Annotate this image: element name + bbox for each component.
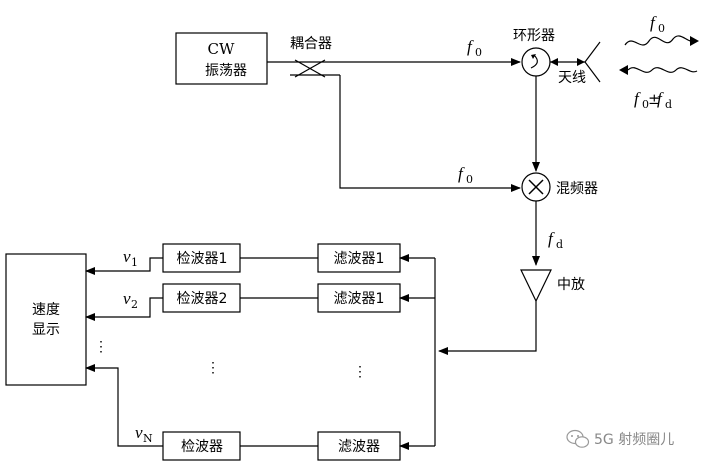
svg-text:2: 2 — [131, 298, 138, 311]
vdots-filter: ⋮ — [353, 364, 367, 380]
lo-path-wire — [339, 75, 521, 192]
svg-text:f: f — [650, 13, 657, 32]
mixer-label: 混频器 — [556, 181, 598, 197]
svg-text:d: d — [556, 238, 563, 251]
svg-text:v: v — [123, 289, 131, 308]
coupler-symbol — [290, 58, 521, 78]
speed-display-block: 速度 显示 — [5, 253, 87, 386]
svg-text:f: f — [458, 164, 465, 183]
antenna-icon — [584, 41, 601, 83]
if-amp-label: 中放 — [557, 277, 585, 293]
cw-oscillator-label-1: CW — [208, 40, 235, 58]
detector-block-2: 检波器2 — [162, 283, 241, 313]
svg-text:0: 0 — [658, 22, 665, 35]
circulator-symbol — [521, 47, 551, 77]
f0-tx-label: f 0 — [650, 13, 665, 35]
reflected-wave — [619, 65, 698, 75]
filter-block-n: 滤波器 — [317, 431, 401, 461]
svg-text:d: d — [665, 98, 672, 111]
detector-block-n: 检波器 — [162, 431, 241, 461]
svg-text:±: ± — [648, 90, 661, 108]
vdots-detector: ⋮ — [206, 360, 220, 376]
display-label-1: 速度 — [32, 302, 60, 318]
if-amplifier-symbol — [520, 269, 552, 303]
watermark-text: 5G 射频圈儿 — [594, 432, 674, 448]
svg-text:f: f — [634, 89, 641, 108]
antenna-label: 天线 — [558, 70, 586, 86]
svg-text:检波器2: 检波器2 — [177, 291, 228, 307]
svg-text:0: 0 — [475, 46, 482, 59]
detector2-display-wire — [85, 297, 163, 321]
v1-label: v 1 — [123, 247, 138, 269]
vdots-display: ⋮ — [94, 339, 108, 355]
svg-text:f: f — [657, 89, 664, 108]
svg-text:v: v — [123, 247, 131, 266]
mixer-symbol — [521, 172, 551, 202]
circulator-label: 环形器 — [513, 28, 555, 44]
svg-text:滤波器1: 滤波器1 — [334, 251, 385, 267]
svg-text:f: f — [548, 229, 555, 248]
svg-text:0: 0 — [466, 173, 473, 186]
watermark: 5G 射频圈儿 — [566, 429, 674, 448]
svg-text:0: 0 — [642, 98, 649, 111]
filter-block-2: 滤波器1 — [317, 283, 401, 313]
cw-oscillator-block: CW 振荡器 — [175, 32, 268, 85]
vn-label: v N — [135, 423, 153, 445]
wechat-icon — [566, 429, 590, 448]
svg-text:检波器: 检波器 — [181, 439, 223, 455]
svg-text:v: v — [135, 423, 143, 442]
detectorn-display-wire — [85, 364, 163, 447]
f0-fd-label: f 0 ± f d — [634, 89, 672, 111]
detector1-display-wire — [85, 257, 163, 275]
circulator-antenna-link — [550, 58, 585, 66]
v2-label: v 2 — [123, 289, 138, 311]
fd-label: f d — [548, 229, 563, 251]
coupler-label: 耦合器 — [290, 36, 332, 52]
display-label-2: 显示 — [32, 322, 60, 338]
filter-block-1: 滤波器1 — [317, 243, 401, 273]
svg-text:滤波器: 滤波器 — [338, 439, 380, 455]
f0-top-label: f 0 — [467, 37, 482, 59]
svg-text:N: N — [143, 432, 153, 445]
f0-lo-label: f 0 — [458, 164, 473, 186]
cw-oscillator-label-2: 振荡器 — [205, 63, 247, 79]
detector-block-1: 检波器1 — [162, 243, 241, 273]
svg-text:检波器1: 检波器1 — [177, 251, 228, 267]
svg-text:f: f — [467, 37, 474, 56]
svg-text:滤波器1: 滤波器1 — [334, 291, 385, 307]
transmitted-wave — [624, 35, 699, 46]
svg-text:1: 1 — [131, 256, 138, 269]
amp-output-wire — [438, 301, 537, 355]
